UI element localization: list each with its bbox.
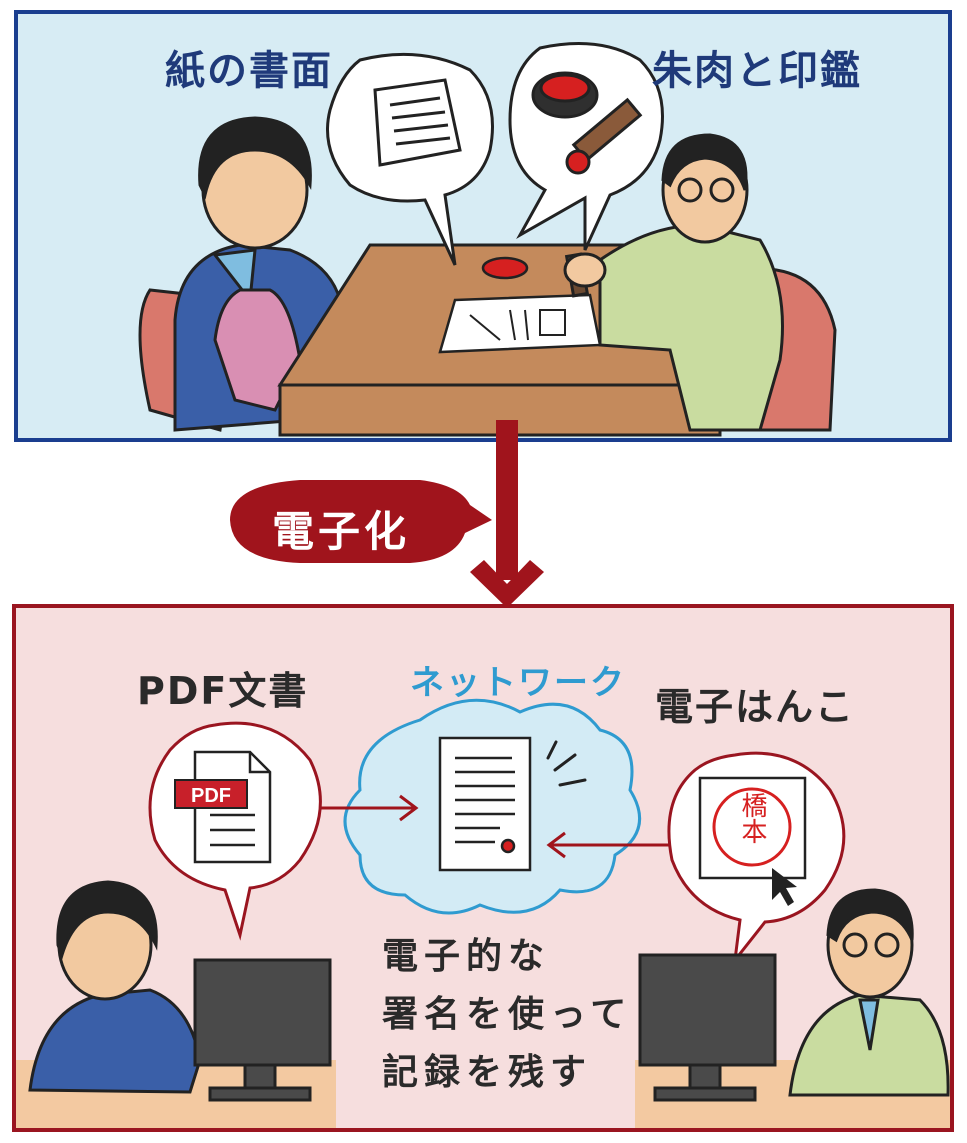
left-monitor [193, 958, 332, 1102]
stamp-text: 橋本 [737, 792, 767, 844]
conversion-arrow [470, 420, 544, 608]
pdf-tag-text: PDF [191, 785, 231, 807]
ink-pad-on-table [481, 256, 529, 280]
woman-at-computer [28, 880, 202, 1094]
seal-bubble [508, 42, 664, 251]
network-document [438, 736, 532, 872]
right-monitor [638, 953, 777, 1102]
man-figure [563, 133, 784, 432]
network-label: ネットワーク [410, 663, 626, 703]
stamp-card [698, 776, 807, 880]
paper-lines [469, 309, 566, 341]
paper-bubble [326, 52, 494, 266]
record-line: 署名を使って [382, 994, 633, 1035]
paper-document-label: 紙の書面 [165, 48, 333, 94]
woman-figure [173, 116, 433, 432]
pdf-tag [174, 779, 248, 809]
electronic-seal-label: 電子はんこ [655, 685, 856, 729]
digitization-label: 電子化 [272, 507, 411, 556]
conversion-badge [230, 480, 492, 563]
sparkle-lines [546, 740, 587, 787]
ehanko-to-network-arrow [546, 831, 675, 859]
stamp-circle [712, 787, 792, 867]
pdf-document-label: PDF文書 [137, 669, 309, 713]
man-at-computer [788, 888, 950, 1097]
ink-and-seal-label: 朱肉と印鑑 [652, 48, 862, 94]
record-line: 記録を残す [382, 1052, 593, 1093]
record-caption: 電子的な 署名を使って 記録を残す [382, 928, 632, 1102]
record-line: 電子的な [382, 936, 551, 977]
cursor-icon [772, 868, 797, 906]
paper-document-on-table [438, 293, 602, 354]
